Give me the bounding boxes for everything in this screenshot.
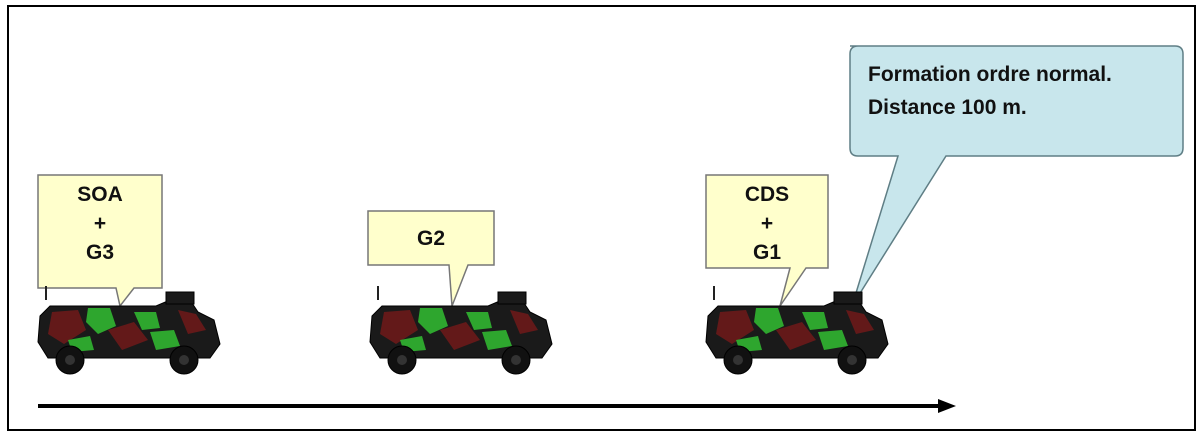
callout-line: + — [93, 212, 107, 235]
callout-text-middle: G2 — [368, 224, 494, 253]
vehicle-lead — [705, 286, 889, 375]
vehicle-middle — [369, 286, 553, 375]
note-text: Formation ordre normal. Distance 100 m. — [868, 58, 1168, 124]
callout-bubble-lead — [705, 174, 829, 307]
vehicle-rear — [37, 286, 221, 375]
callout-line: G2 — [416, 227, 445, 250]
callout-line: SOA — [77, 183, 123, 206]
callout-text-lead: CDS + G1 — [706, 180, 828, 267]
callout-line: G3 — [85, 241, 114, 264]
callout-text-rear: SOA + G3 — [38, 180, 162, 267]
arrow-right-icon — [38, 399, 956, 413]
callout-line: CDS — [744, 183, 790, 206]
callout-line: + — [760, 212, 774, 235]
callout-line: G1 — [752, 241, 781, 264]
callout-bubble-middle — [367, 210, 495, 307]
frame-border — [7, 5, 1196, 431]
note-line: Distance 100 m. — [868, 96, 1027, 119]
note-line: Formation ordre normal. — [868, 63, 1112, 86]
callout-bubble-rear — [37, 174, 163, 308]
